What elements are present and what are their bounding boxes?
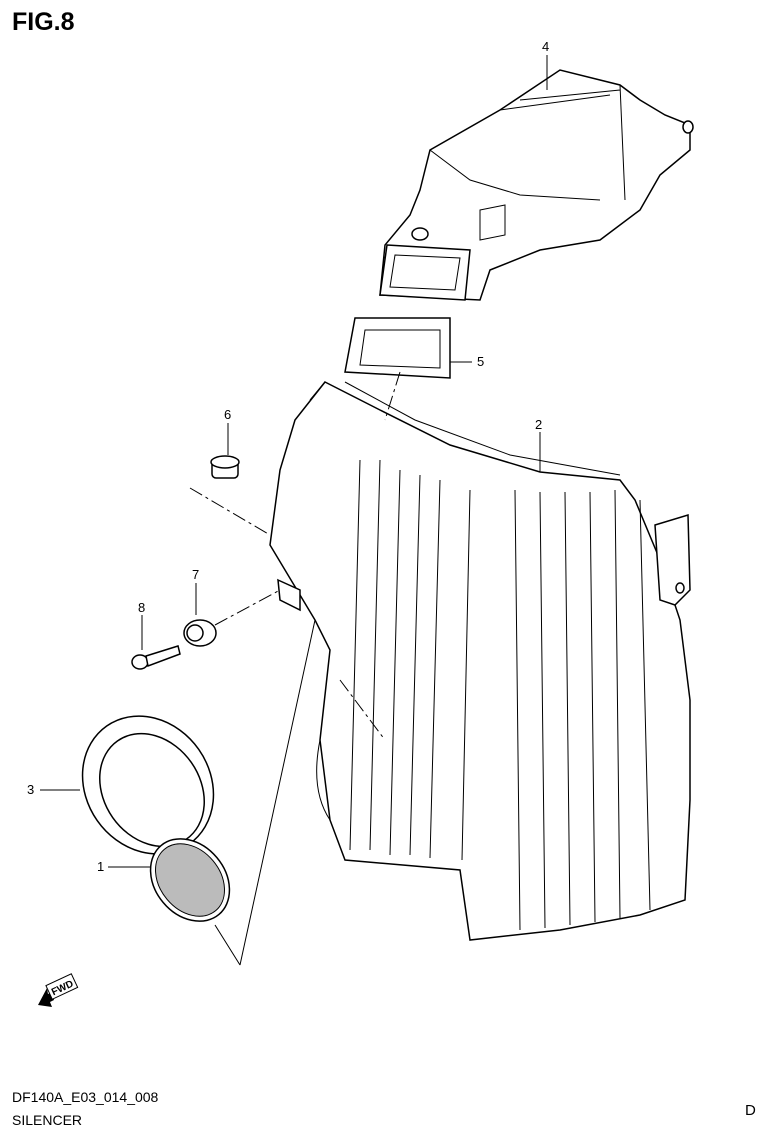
forward-arrow-icon: FWD	[38, 973, 79, 1007]
part-6-grommet[interactable]	[210, 455, 240, 479]
callout-6[interactable]: 6	[224, 407, 232, 422]
callout-1[interactable]: 1	[97, 859, 105, 874]
part-4-silencer-cover[interactable]	[379, 69, 694, 301]
callout-7[interactable]: 7	[192, 567, 200, 582]
callout-2[interactable]: 2	[535, 417, 543, 432]
leader-lines	[40, 55, 548, 868]
part-3-seal-ring[interactable]	[56, 690, 240, 879]
callout-8[interactable]: 8	[138, 600, 146, 615]
section-name: SILENCER	[12, 1112, 83, 1128]
callout-3[interactable]: 3	[27, 782, 35, 797]
corner-mark: D	[745, 1102, 756, 1119]
part-5-seal[interactable]	[344, 317, 451, 379]
callout-5[interactable]: 5	[477, 354, 485, 369]
figure-title: FIG.8	[12, 8, 75, 36]
diagram-code: DF140A_E03_014_008	[12, 1089, 159, 1105]
part-7-grommet[interactable]	[183, 619, 217, 647]
callout-4[interactable]: 4	[542, 39, 550, 54]
part-8-bolt[interactable]	[131, 645, 181, 670]
part-2-silencer-case[interactable]	[269, 381, 691, 941]
part-1-mesh-screen[interactable]	[134, 823, 245, 937]
